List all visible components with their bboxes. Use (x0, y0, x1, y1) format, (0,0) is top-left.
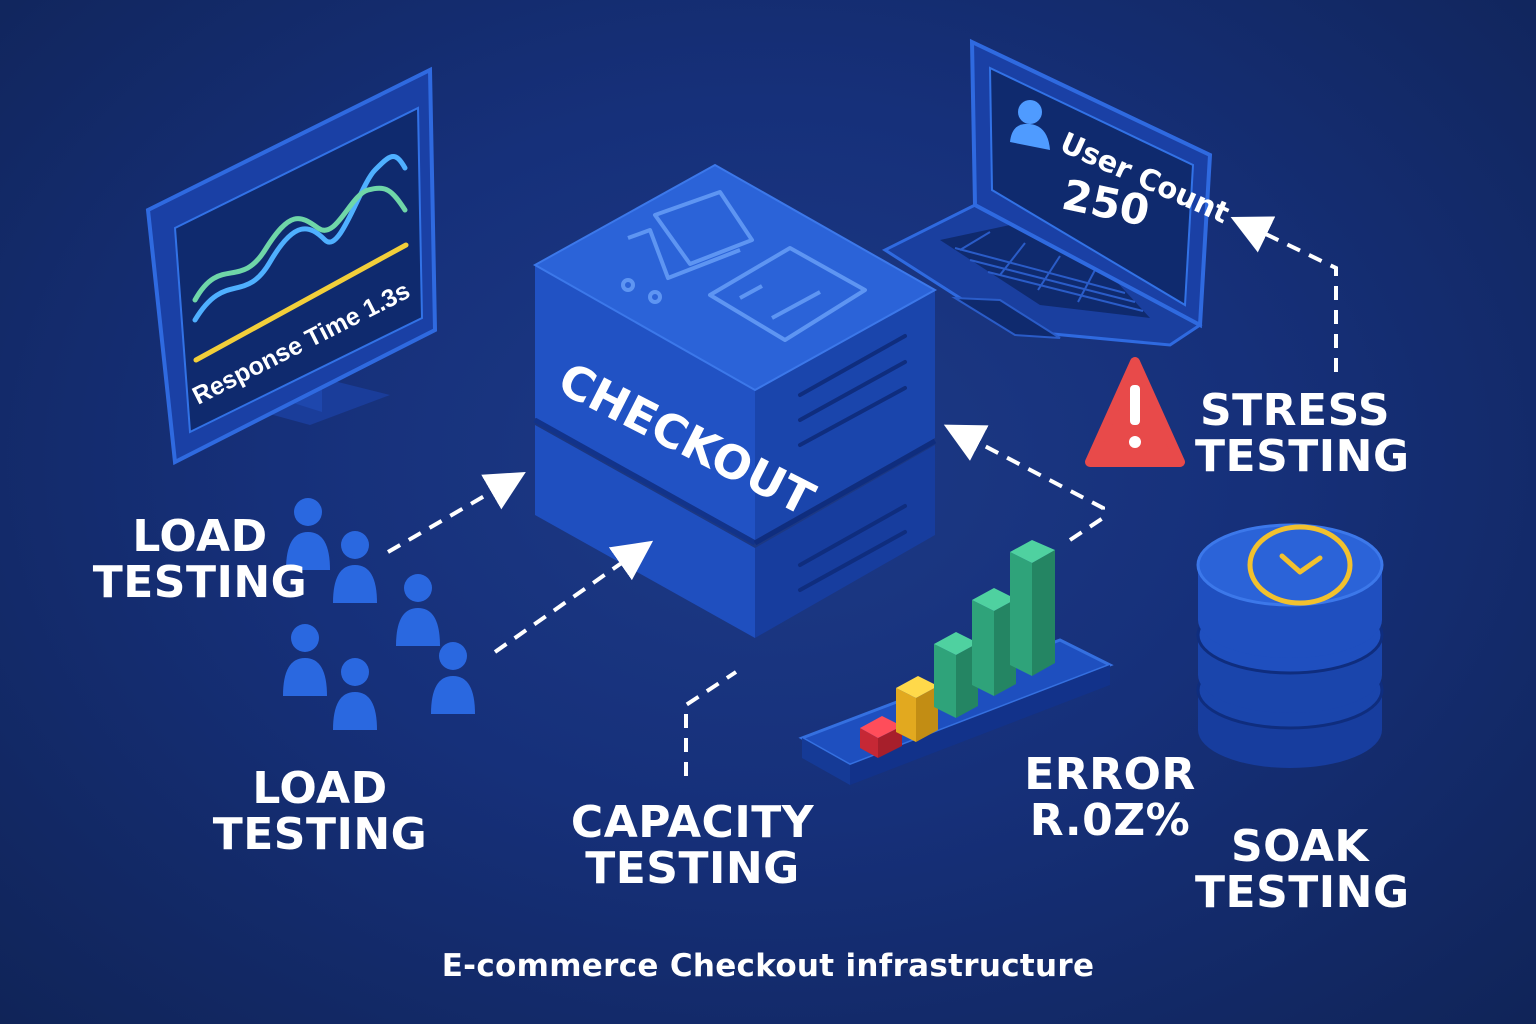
laptop: User Count 250 (881, 38, 1235, 347)
diagram-caption: E-commerce Checkout infrastructure (441, 948, 1095, 984)
label-line: SOAK (1230, 821, 1370, 872)
label-line: TESTING (1195, 431, 1410, 483)
server-top (532, 163, 938, 392)
monitor: Response Time 1.3s (145, 66, 438, 466)
user-figure (283, 624, 327, 696)
arrow-stress (1230, 216, 1338, 372)
user-figure (286, 498, 330, 570)
user-figure (333, 531, 377, 603)
label-load-testing-bottom: LOAD TESTING (210, 763, 430, 861)
checkout-server: CHECKOUT (532, 163, 938, 638)
label-line: R.0Z% (1029, 795, 1191, 847)
response-line-blue (192, 154, 408, 323)
users-icon (283, 498, 475, 730)
user-icon (1010, 100, 1050, 150)
label-soak-testing: SOAK TESTING (1195, 821, 1410, 919)
server-divider-right (753, 438, 937, 546)
server-vents (798, 334, 907, 592)
label-load-testing-top: LOAD TESTING (90, 511, 310, 609)
label-stress-testing: STRESS TESTING (1195, 385, 1410, 483)
bar-red (860, 716, 902, 758)
server-upper-left (535, 265, 755, 540)
label-line: LOAD (132, 511, 268, 562)
label-line: TESTING (1195, 867, 1410, 919)
response-line-green (192, 185, 408, 303)
user-figure (396, 574, 440, 646)
arrow-error-rate (943, 424, 1105, 542)
label-line: LOAD (252, 763, 388, 814)
clock-icon (1247, 524, 1353, 606)
chart-platform-side (850, 665, 1110, 785)
arrow-load-top (386, 471, 526, 554)
server-lower-left (535, 425, 755, 638)
laptop-keys (954, 231, 1144, 312)
laptop-touchpad (951, 296, 1061, 339)
chart-platform-front (802, 738, 850, 785)
label-capacity-testing: CAPACITY TESTING (560, 797, 825, 895)
label-line: CAPACITY (570, 797, 815, 848)
soak-database (1196, 523, 1384, 768)
credit-card-icon (708, 246, 867, 342)
user-figure (431, 642, 475, 714)
server-divider-left (533, 417, 757, 546)
bar-green-3 (1010, 540, 1055, 676)
shopping-cart-icon (621, 190, 754, 304)
laptop-screen (988, 66, 1195, 307)
warning-icon (1085, 357, 1185, 467)
response-line-threshold (193, 242, 409, 363)
server-upper-right (755, 290, 935, 540)
bar-green-2 (972, 588, 1016, 696)
label-line: TESTING (585, 843, 800, 895)
bar-green-1 (934, 632, 978, 718)
user-figure (333, 658, 377, 730)
label-error-rate: ERROR R.0Z% (1020, 749, 1200, 847)
arrow-capacity (684, 670, 738, 776)
arrow-load-bottom (493, 540, 654, 654)
label-line: TESTING (92, 557, 308, 609)
label-line: TESTING (212, 809, 428, 861)
bar-yellow (896, 676, 938, 742)
label-line: STRESS (1199, 385, 1391, 436)
error-rate-chart (798, 540, 1114, 785)
flow-arrows (386, 216, 1338, 776)
label-line: ERROR (1024, 749, 1196, 800)
monitor-screen (173, 106, 424, 434)
